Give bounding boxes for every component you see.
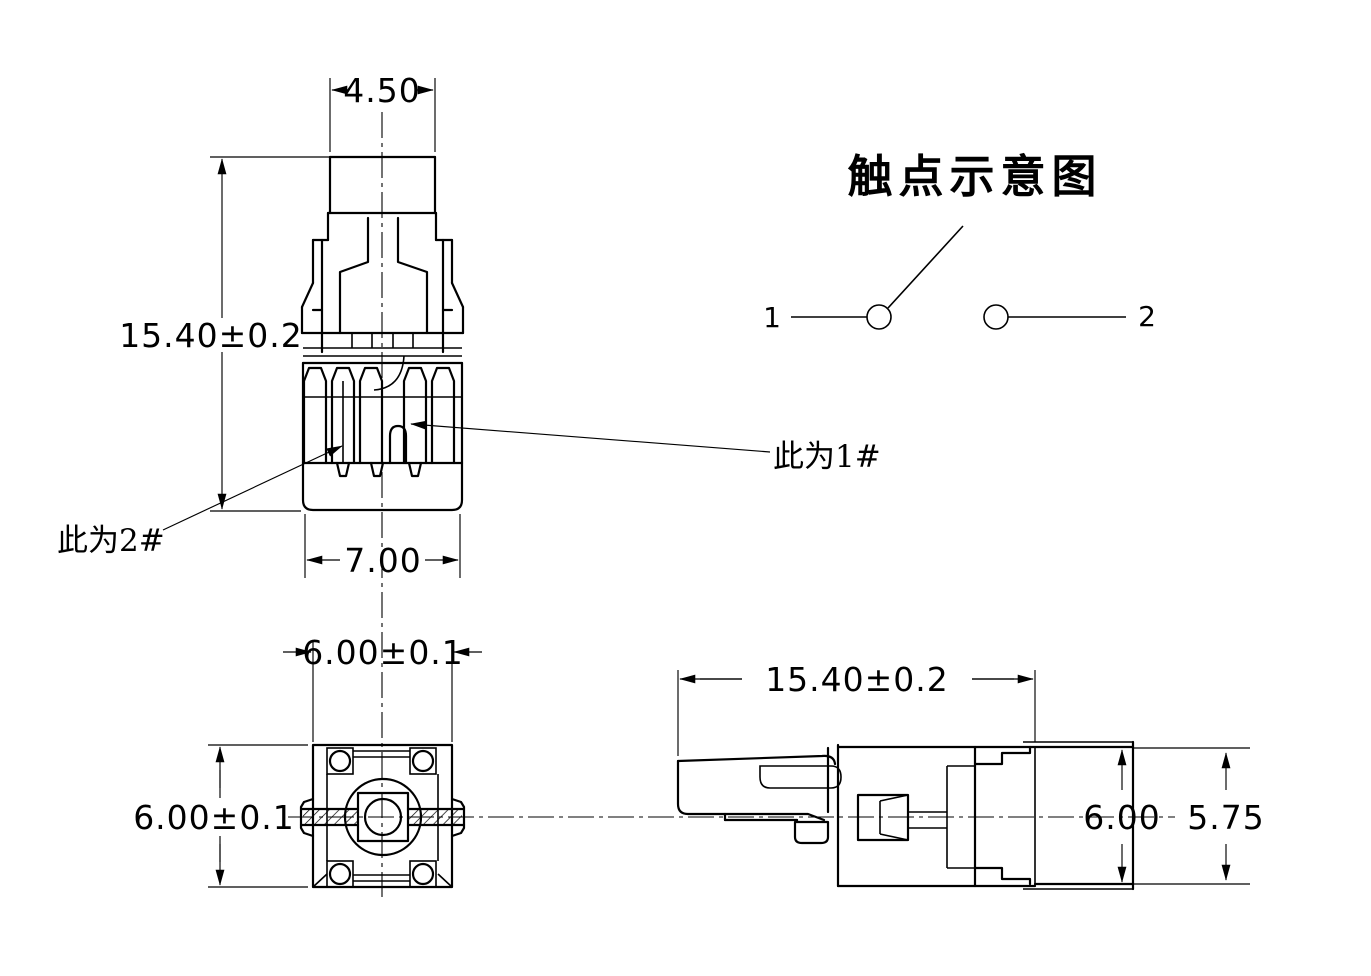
interlock-bottom — [973, 866, 1032, 888]
dim-text-6-00-top: 6.00±0.1 — [302, 633, 464, 672]
corner-rivets — [326, 747, 437, 888]
contact-1-label: 1 — [763, 301, 781, 334]
lever-arm — [676, 754, 842, 845]
dim-side-length: 15.40±0.2 — [677, 660, 1036, 756]
inner-boss — [856, 793, 947, 842]
stem-outline — [326, 155, 438, 242]
dim-text-6-00-left: 6.00±0.1 — [133, 798, 295, 837]
side-tab-right — [450, 797, 466, 838]
interlock-top — [973, 745, 1032, 766]
contact-schematic-title: 触点示意图 — [847, 150, 1102, 203]
base-outline — [301, 461, 464, 512]
dim-text-15-40-side: 15.40±0.2 — [765, 660, 949, 699]
dim-text-6-00-side: 6.00 — [1083, 798, 1160, 837]
callout-pin1: 此为1# — [410, 420, 881, 475]
actuator-hatched-circle — [363, 797, 403, 837]
bottom-view: 6.00±0.1 6.00±0.1 — [133, 633, 482, 889]
dim-front-height: 15.40±0.2 — [119, 156, 330, 512]
dim-text-15-40-front: 15.40±0.2 — [119, 316, 303, 355]
dim-bottom-view-height: 6.00±0.1 — [133, 744, 308, 888]
callout-pin2-text: 此为2# — [57, 523, 165, 559]
connector-body — [301, 355, 464, 478]
flange-lines — [300, 331, 465, 365]
pin-foot-center — [369, 461, 385, 478]
centerlines — [288, 112, 1175, 897]
callout-pin1-text: 此为1# — [773, 439, 881, 475]
switch-symbol-icon: 1 2 — [763, 225, 1156, 334]
side-view: 15.40±0.2 6.00 5.75 — [676, 660, 1264, 891]
dim-bottom-view-width: 6.00±0.1 — [283, 633, 482, 742]
side-body — [826, 740, 1135, 891]
side-tab-left — [299, 797, 315, 838]
hatched-band — [299, 797, 466, 838]
plunger-outline — [338, 216, 429, 335]
callout-pin2: 此为2# — [57, 445, 343, 559]
contact-2-label: 2 — [1138, 300, 1156, 333]
dim-text-5-75: 5.75 — [1187, 798, 1264, 837]
dim-text-4-50: 4.50 — [343, 71, 420, 110]
dim-side-heights: 6.00 5.75 — [1083, 747, 1264, 885]
pin-foot-right — [407, 461, 423, 478]
contact-schematic: 触点示意图 1 2 — [763, 150, 1156, 334]
dim-base-width: 7.00 — [304, 514, 461, 580]
dim-stem-width: 4.50 — [329, 71, 436, 152]
pin-foot-left — [335, 461, 351, 478]
pin1-shape — [388, 424, 408, 465]
lever-foot — [793, 818, 830, 845]
front-view: 4.50 15.40±0.2 7.00 此为1# 此为2# — [57, 71, 881, 580]
dim-text-7-00: 7.00 — [344, 541, 421, 580]
